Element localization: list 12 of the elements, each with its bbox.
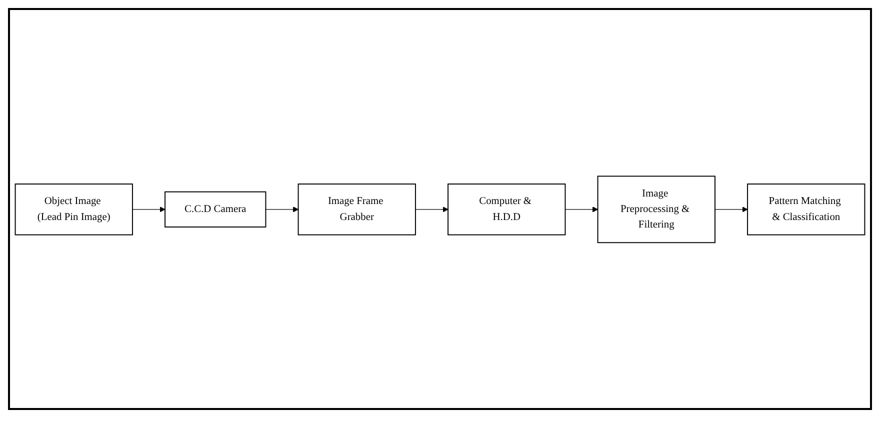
node-box <box>298 183 416 235</box>
arrow <box>132 206 166 212</box>
node-box <box>448 183 566 235</box>
arrow <box>714 206 748 212</box>
node-box <box>14 183 133 235</box>
node-box <box>597 175 716 243</box>
arrow <box>564 206 598 212</box>
arrow <box>265 206 299 212</box>
node-box <box>164 190 266 228</box>
node-box <box>747 183 866 235</box>
arrow <box>415 206 448 212</box>
diagram-frame: Object Image (Lead Pin Image) C.C.D Camera Image Frame Grabber Computer & H.D.D Image Preprocessing & Filtering Pattern Matching & Classification <box>8 8 872 410</box>
